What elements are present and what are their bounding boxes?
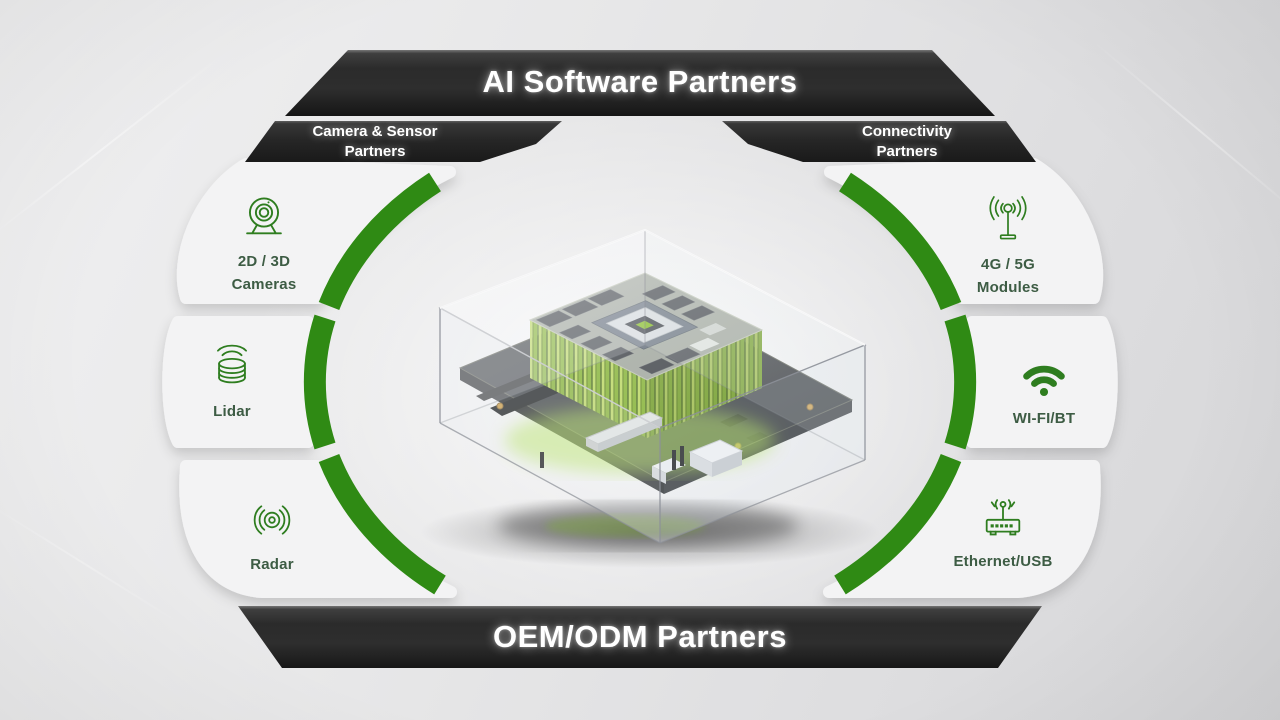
node-label: 2D / 3D Cameras [231, 253, 297, 293]
banner-title: OEM/ODM Partners [493, 619, 787, 654]
cellular-antenna-icon [989, 196, 1027, 240]
node-radar: Radar [202, 493, 342, 577]
wifi-icon [1023, 365, 1065, 397]
node-label: Ethernet/USB [953, 553, 1053, 570]
node-label: WI-FI/BT [1012, 410, 1076, 427]
node-label: Radar [250, 556, 294, 573]
lidar-icon [217, 344, 247, 384]
sub-banner-label: Camera & Sensor Partners [312, 123, 438, 160]
webcam-icon [246, 197, 282, 235]
node-lidar: Lidar [162, 340, 302, 424]
node-cameras-2d-3d: 2D / 3D Cameras [194, 190, 334, 296]
banner-oem-odm-partners: OEM/ODM Partners [238, 606, 1042, 668]
green-arc-segments [303, 172, 977, 595]
banner-ai-software-partners: AI Software Partners [285, 50, 995, 116]
node-wifi-bt: WI-FI/BT [974, 347, 1114, 431]
router-icon [985, 499, 1021, 536]
sub-banner-label: Connectivity Partners [861, 123, 952, 160]
center-board-render [420, 228, 880, 568]
node-label: Lidar [213, 403, 251, 420]
node-ethernet-usb: Ethernet/USB [933, 490, 1073, 574]
node-label: 4G / 5G Modules [976, 256, 1040, 296]
radar-icon [253, 505, 291, 535]
node-modules-4g-5g: 4G / 5G Modules [938, 193, 1078, 299]
banner-title: AI Software Partners [482, 64, 798, 99]
